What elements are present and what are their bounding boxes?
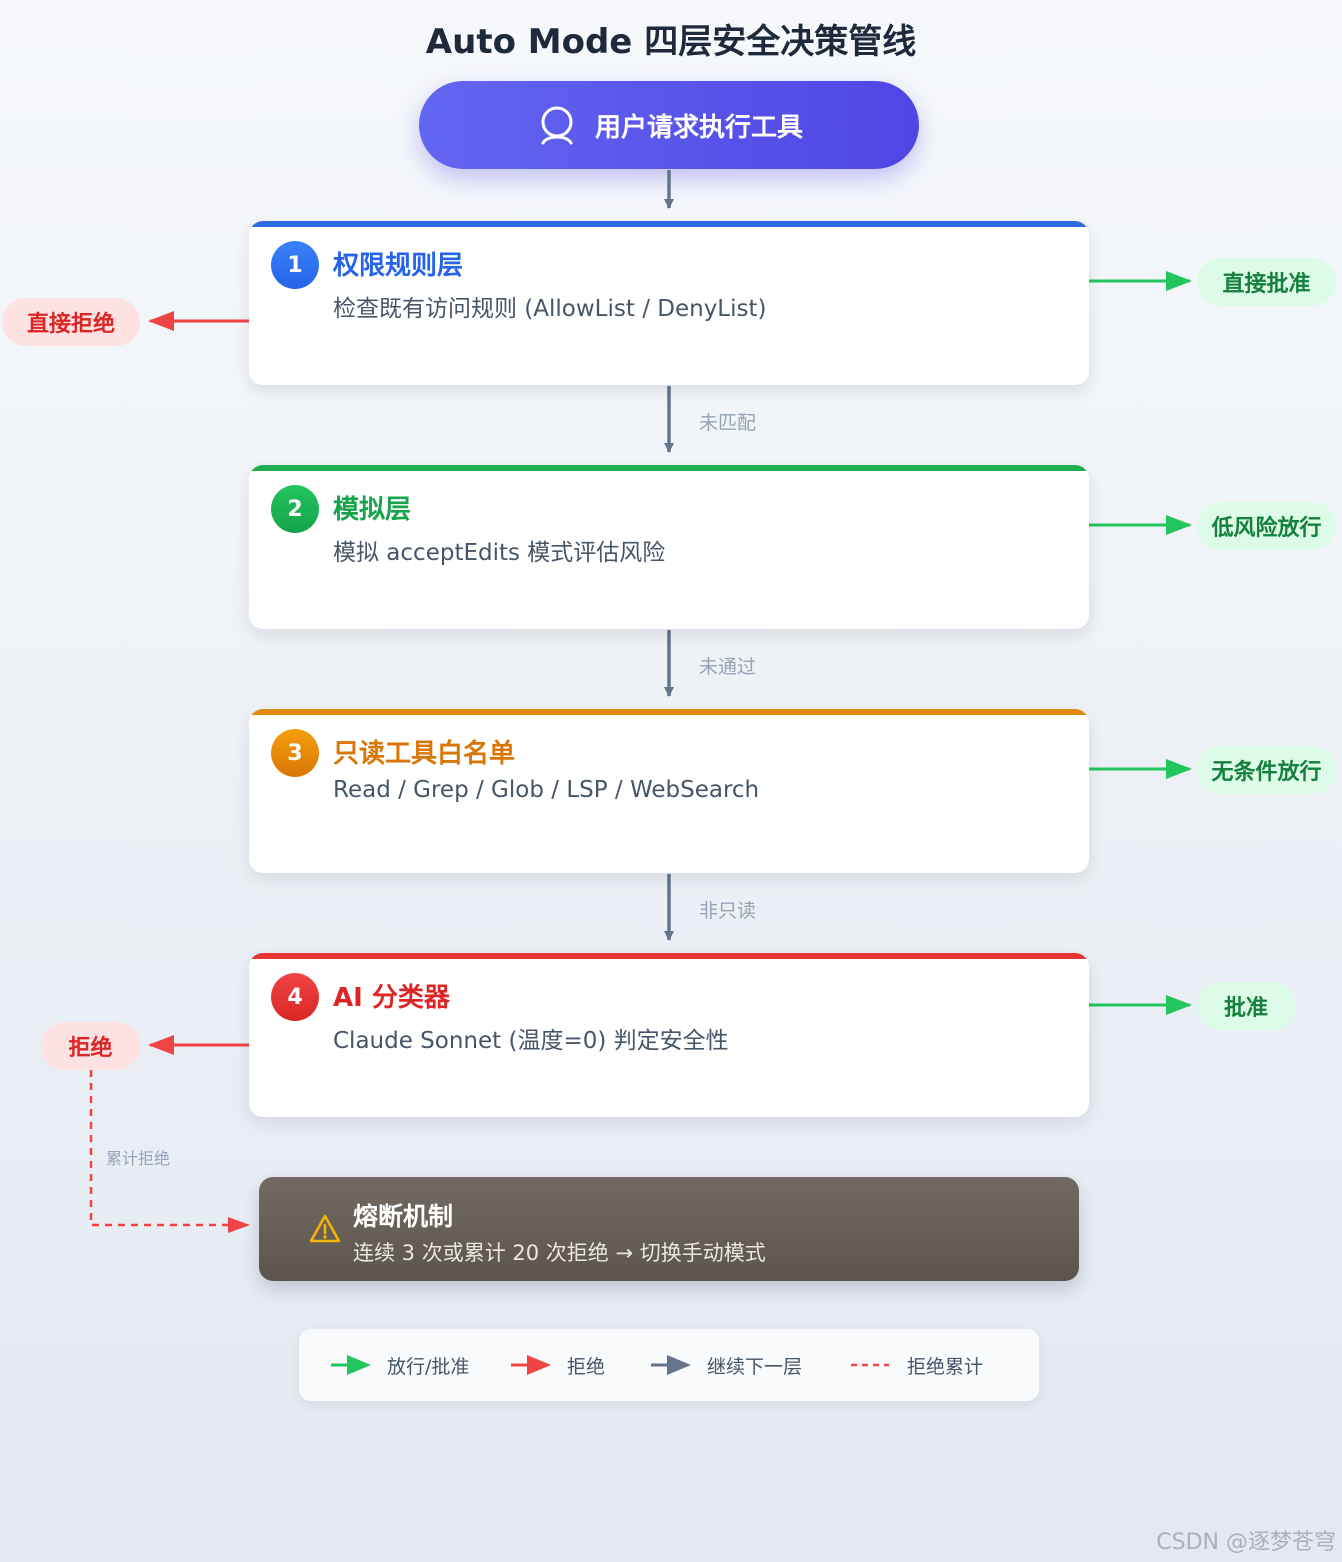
layer-accent-bar <box>249 953 1089 959</box>
flow-label-2: 未通过 <box>699 656 757 678</box>
reject-pill-4: 拒绝 <box>41 1022 140 1070</box>
layer-description: 检查既有访问规则 (AllowList / DenyList) <box>333 296 767 322</box>
legend-label: 放行/批准 <box>387 1355 470 1378</box>
reject-pill-1: 直接拒绝 <box>2 298 140 346</box>
flow-label-1: 未匹配 <box>699 412 757 434</box>
watermark: CSDN @逐梦苍穹 <box>1156 1530 1336 1555</box>
layer-name: AI 分类器 <box>333 983 450 1013</box>
approve-pill-3: 无条件放行 <box>1197 746 1336 794</box>
legend-item-reject: 拒绝 <box>509 1329 605 1401</box>
start-label: 用户请求执行工具 <box>594 112 803 143</box>
warning-icon <box>309 1214 341 1243</box>
breaker-title: 熔断机制 <box>353 1202 454 1231</box>
approve-pill-1: 直接批准 <box>1197 258 1336 306</box>
breaker-description: 连续 3 次或累计 20 次拒绝 → 切换手动模式 <box>353 1241 766 1265</box>
start-node: 用户请求执行工具 <box>419 81 919 169</box>
gray-arrow-icon <box>651 1355 691 1375</box>
accumulate-label: 累计拒绝 <box>106 1149 171 1168</box>
layer-accent-bar <box>249 221 1089 227</box>
layer-accent-bar <box>249 709 1089 715</box>
legend-label: 拒绝 <box>567 1355 606 1378</box>
layer-number-badge: 3 <box>271 729 319 777</box>
layer-accent-bar <box>249 465 1089 471</box>
layer-card-2: 2 模拟层 模拟 acceptEdits 模式评估风险 <box>249 465 1089 629</box>
layer-card-4: 4 AI 分类器 Claude Sonnet (温度=0) 判定安全性 <box>249 953 1089 1117</box>
red-arrow-icon <box>511 1355 551 1375</box>
flow-label-3: 非只读 <box>699 900 757 922</box>
layer-description: 模拟 acceptEdits 模式评估风险 <box>333 540 666 566</box>
legend-item-approve: 放行/批准 <box>329 1329 469 1401</box>
layer-description: Claude Sonnet (温度=0) 判定安全性 <box>333 1028 729 1054</box>
layer-card-3: 3 只读工具白名单 Read / Grep / Glob / LSP / Web… <box>249 709 1089 873</box>
dashed-line-icon <box>851 1363 889 1367</box>
layer-name: 模拟层 <box>333 495 412 525</box>
layer-description: Read / Grep / Glob / LSP / WebSearch <box>333 777 760 803</box>
legend-item-continue: 继续下一层 <box>649 1329 802 1401</box>
user-icon <box>541 106 573 145</box>
layer-number-badge: 2 <box>271 485 319 533</box>
layer-name: 只读工具白名单 <box>333 739 516 769</box>
approve-pill-2: 低风险放行 <box>1197 502 1336 550</box>
legend-label: 拒绝累计 <box>907 1355 984 1378</box>
green-arrow-icon <box>331 1355 371 1375</box>
page-title: Auto Mode 四层安全决策管线 <box>425 22 917 62</box>
layer-name: 权限规则层 <box>333 251 464 281</box>
layer-number-badge: 4 <box>271 973 319 1021</box>
legend-item-accumulate: 拒绝累计 <box>849 1329 983 1401</box>
layer-card-1: 1 权限规则层 检查既有访问规则 (AllowList / DenyList) <box>249 221 1089 385</box>
legend-label: 继续下一层 <box>707 1355 803 1378</box>
legend: 放行/批准 拒绝 继续下一层 拒绝累计 <box>299 1329 1039 1401</box>
circuit-breaker-box: 熔断机制 连续 3 次或累计 20 次拒绝 → 切换手动模式 <box>259 1177 1079 1281</box>
approve-pill-4: 批准 <box>1197 982 1295 1030</box>
layer-number-badge: 1 <box>271 241 319 289</box>
